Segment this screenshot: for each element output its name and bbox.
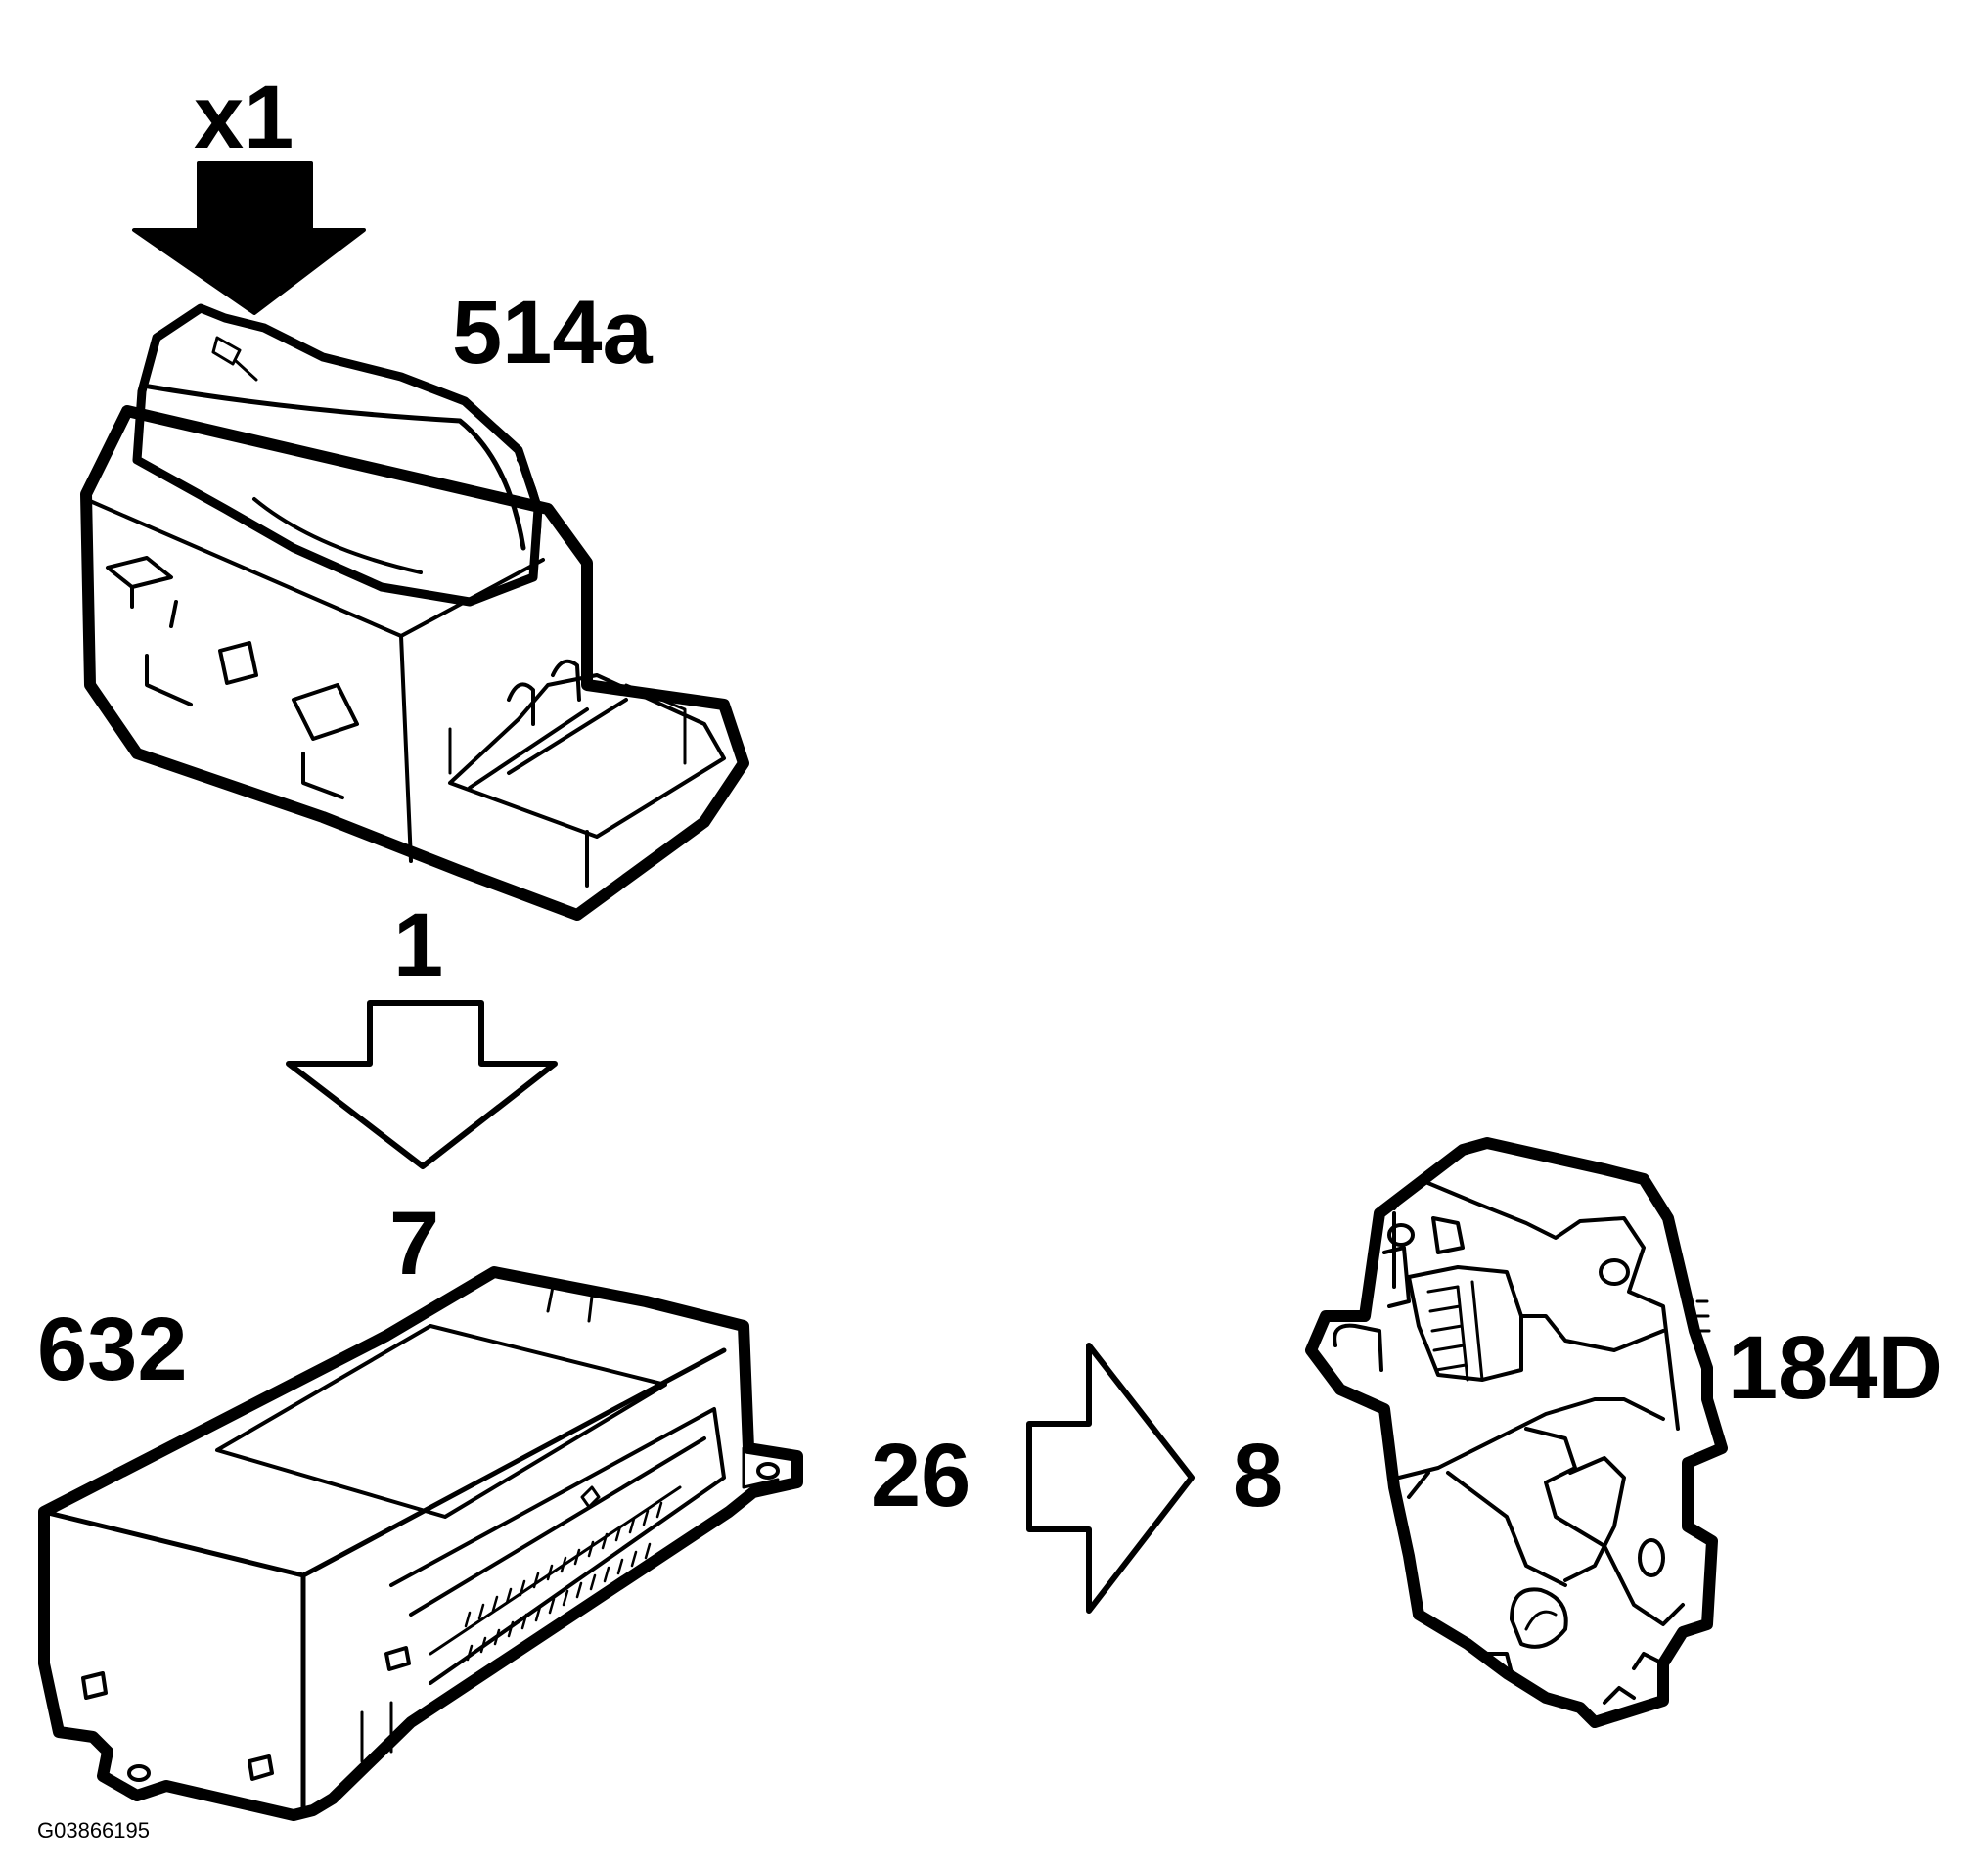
pin-label-switch-out: 1	[393, 895, 444, 995]
switch-514a-drawing	[80, 303, 749, 921]
pin-label-module-out: 26	[871, 1426, 971, 1526]
press-arrow-icon	[132, 161, 366, 315]
signal-arrow-right-icon	[1026, 1343, 1195, 1614]
control-module-632-drawing	[38, 1266, 803, 1821]
pin-label-module-in: 7	[389, 1194, 440, 1294]
component-label-module: 632	[37, 1299, 188, 1399]
signal-arrow-down-icon	[286, 1000, 558, 1169]
lock-unit-184d-drawing	[1305, 1137, 1728, 1728]
component-label-lock: 184D	[1728, 1318, 1943, 1418]
component-label-switch: 514a	[452, 283, 653, 383]
press-count-label: x1	[194, 68, 294, 167]
pin-label-lock-in: 8	[1233, 1426, 1284, 1526]
figure-id: G03866195	[37, 1818, 150, 1843]
